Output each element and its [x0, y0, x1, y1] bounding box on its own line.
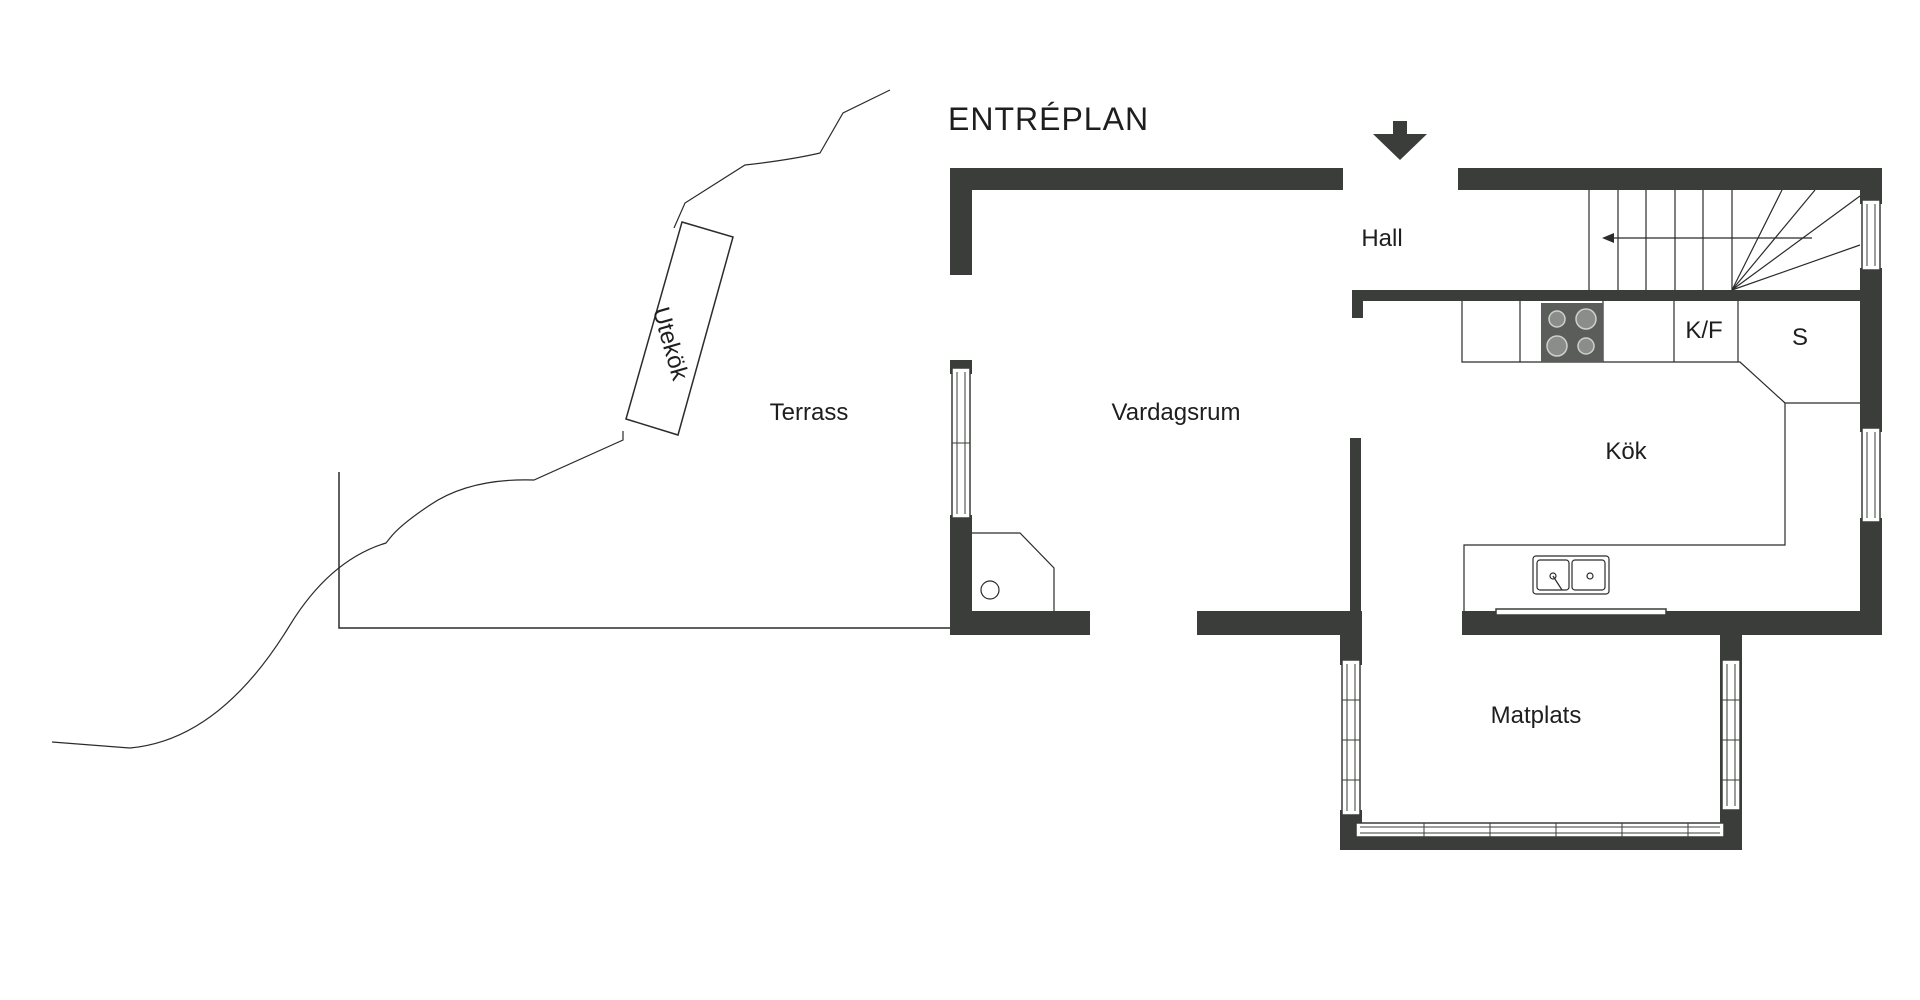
- outdoor-kitchen: Utekök: [625, 221, 734, 436]
- terrace-boundary: [338, 472, 952, 629]
- entrance-arrow-icon: [1373, 121, 1427, 160]
- room-label-terrace: Terrass: [770, 399, 849, 426]
- windows: [951, 199, 1881, 838]
- room-label-hall: Hall: [1361, 225, 1402, 252]
- walls: [950, 168, 1882, 850]
- fireplace-icon: [972, 532, 1055, 611]
- kitchen-counters: [1461, 301, 1860, 611]
- room-label-living-room: Vardagsrum: [1112, 399, 1241, 426]
- staircase-icon: [1588, 189, 1861, 291]
- plan-title: ENTRÉPLAN: [948, 101, 1149, 137]
- room-label-dining: Matplats: [1491, 702, 1582, 729]
- stove-icon: [1541, 303, 1603, 362]
- sink-icon: [1532, 555, 1610, 595]
- terrain-contour: [51, 89, 891, 749]
- room-label-fridge-freezer: K/F: [1685, 317, 1722, 344]
- room-label-closet: S: [1792, 324, 1808, 351]
- room-label-kitchen: Kök: [1605, 438, 1647, 465]
